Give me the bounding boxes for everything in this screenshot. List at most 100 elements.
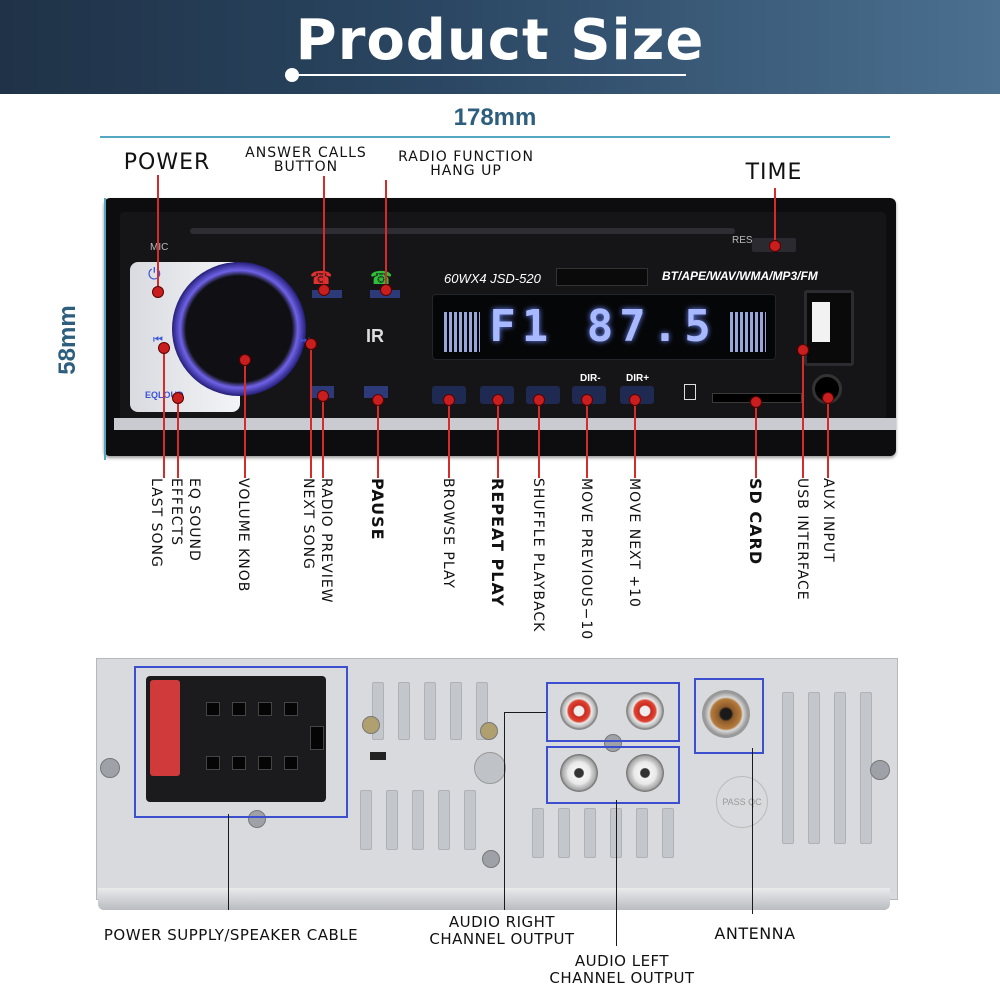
dir-plus-label: DIR+ (626, 373, 650, 384)
width-dimension: 178mm (453, 104, 537, 131)
label-radio-function-line1: RADIO FUNCTION (398, 149, 534, 165)
label-sd-card: SD CARD (746, 478, 765, 566)
callout-dot-usb (797, 344, 809, 356)
connector-pin (284, 756, 298, 770)
mount-boss (474, 752, 506, 784)
callout-line-power (157, 175, 159, 290)
next-song-icon[interactable]: ⏭ (300, 334, 310, 347)
rca-output-white-1[interactable] (560, 754, 598, 792)
heat-fin (438, 790, 450, 850)
banner-title: Product Size (295, 8, 705, 73)
height-dimension-line (104, 198, 106, 460)
label-audio-right-line2: CHANNEL OUTPUT (429, 930, 575, 948)
heat-fin (584, 808, 596, 858)
callout-line-time (774, 188, 776, 244)
label-shuffle-playback: SHUFFLE PLAYBACK (530, 478, 546, 633)
heat-fin (360, 790, 372, 850)
rca-output-red-1[interactable] (560, 692, 598, 730)
screw-icon (100, 758, 120, 778)
label-usb-interface: USB INTERFACE (794, 478, 810, 601)
callout-line-volume (244, 360, 246, 478)
model-label: 60WX4 JSD-520 (444, 271, 541, 286)
callout-dot-previous (581, 394, 593, 406)
last-song-icon[interactable]: ⏮ (153, 334, 163, 346)
mic-label: MIC (150, 242, 169, 253)
usb-port-contact (812, 302, 830, 342)
screw-icon (362, 716, 380, 734)
label-aux-input: AUX INPUT (820, 478, 836, 563)
heat-fin (558, 808, 570, 858)
callout-line-power-supply (228, 814, 229, 910)
volume-knob[interactable] (172, 262, 306, 396)
screw-icon (482, 850, 500, 868)
highlight-power-connector (134, 666, 348, 818)
label-pause: PAUSE (368, 478, 387, 541)
callout-line-radio-preview (322, 396, 324, 478)
callout-dot-power (152, 286, 164, 298)
dir-minus-label: DIR- (580, 373, 601, 384)
heat-fin (386, 790, 398, 850)
callout-line-sd (755, 402, 757, 478)
heat-fin (662, 808, 674, 858)
display-equalizer-left (444, 312, 480, 352)
callout-dot-browse (443, 394, 455, 406)
connector-pin (232, 702, 246, 716)
callout-line-answer (323, 176, 325, 288)
callout-dot-time (769, 240, 781, 252)
height-dimension: 58mm (54, 305, 81, 375)
callout-line-audio-right (504, 712, 505, 910)
display-equalizer-right (730, 312, 766, 352)
silver-trim (114, 418, 896, 430)
label-time: TIME (745, 160, 803, 185)
screw-icon (480, 722, 498, 740)
title-banner (0, 0, 1000, 94)
vent-slot (370, 752, 386, 760)
callout-line-previous (586, 400, 588, 478)
highlight-antenna (694, 678, 764, 754)
label-answer-calls: ANSWER CALLS BUTTON (238, 146, 374, 174)
callout-line-audio-right-h (504, 712, 546, 713)
callout-dot-pause (372, 394, 384, 406)
callout-dot-eq (172, 392, 184, 404)
sd-icon (684, 384, 696, 400)
heat-fin (808, 692, 820, 844)
label-next-song: NEXT SONG (300, 478, 316, 570)
antenna-jack[interactable] (702, 690, 750, 738)
callout-line-aux (827, 398, 829, 478)
format-label: BT/APE/WAV/WMA/MP3/FM (662, 269, 818, 283)
callout-dot-repeat (492, 394, 504, 406)
label-audio-right: AUDIO RIGHT CHANNEL OUTPUT (420, 914, 584, 948)
display-window-top (556, 268, 648, 286)
highlight-audio-right (546, 682, 680, 742)
callout-line-last-song (163, 348, 165, 478)
rca-output-red-2[interactable] (626, 692, 664, 730)
width-dimension-line (100, 136, 890, 138)
disc-slot (190, 228, 735, 234)
answer-call-icon[interactable]: ☎ (310, 268, 333, 288)
fuse-red (150, 680, 180, 776)
label-radio-preview: RADIO PREVIEW (318, 478, 334, 604)
callout-dot-radio-function (380, 284, 392, 296)
label-audio-left: AUDIO LEFT CHANNEL OUTPUT (540, 953, 704, 987)
callout-dot-shuffle (533, 394, 545, 406)
label-repeat-play: REPEAT PLAY (488, 478, 507, 607)
heat-fin (532, 808, 544, 858)
label-last-song: LAST SONG (148, 478, 164, 568)
label-radio-function-line2: HANG UP (430, 163, 502, 179)
callout-dot-next (629, 394, 641, 406)
callout-line-eq (177, 398, 179, 478)
callout-dot-sd (750, 396, 762, 408)
heat-fin (834, 692, 846, 844)
heat-fin (782, 692, 794, 844)
label-radio-function: RADIO FUNCTION HANG UP (382, 150, 550, 178)
label-volume-knob: VOLUME KNOB (235, 478, 251, 593)
rca-output-white-2[interactable] (626, 754, 664, 792)
connector-pin (258, 702, 272, 716)
callout-dot-last-song (158, 342, 170, 354)
callout-line-next (634, 400, 636, 478)
label-answer-calls-line1: ANSWER CALLS (245, 145, 367, 161)
ir-sensor: IR (366, 326, 384, 346)
label-move-previous: MOVE PREVIOUS−10 (578, 478, 594, 641)
connector-pin (310, 726, 324, 750)
heat-fin (450, 682, 462, 740)
